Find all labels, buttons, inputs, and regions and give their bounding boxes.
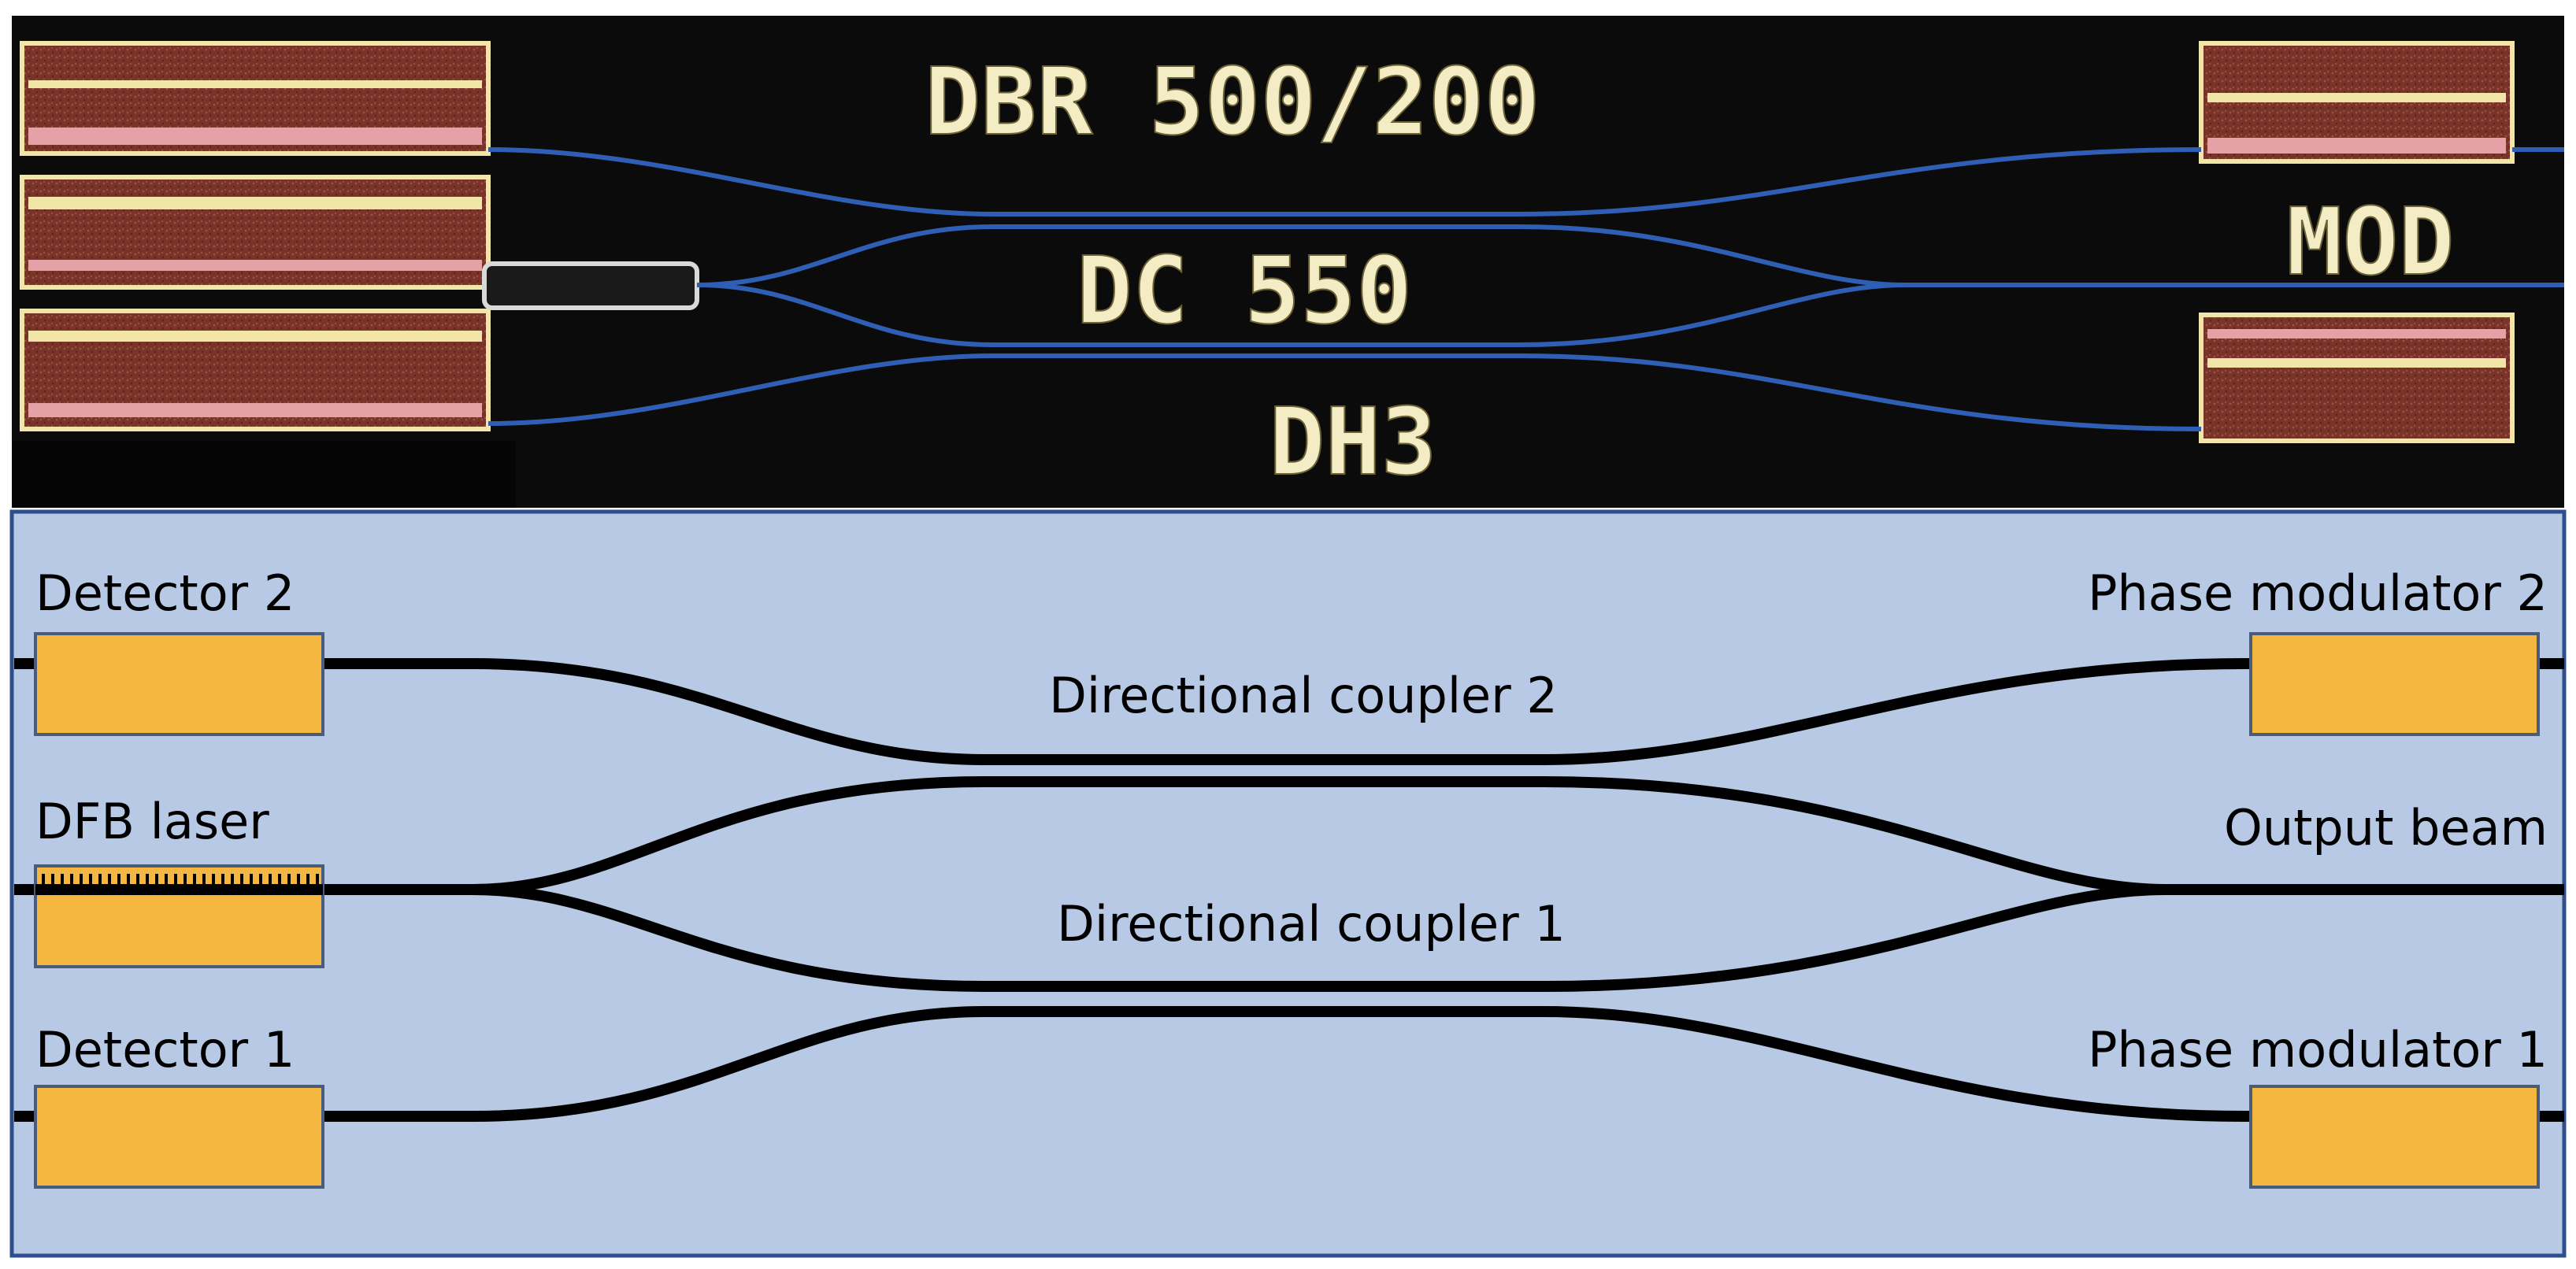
schematic-background: [9, 509, 2567, 1258]
schematic-waveguides: [14, 658, 2564, 1122]
photo-left-pads: [20, 41, 699, 431]
photo-pad-modulator-1: [2199, 313, 2515, 443]
photo-label-dbr: DBR 500/200: [925, 47, 1540, 156]
label-output-beam: Output beam: [2224, 799, 2548, 856]
label-directional-coupler-2: Directional coupler 2: [1049, 667, 1558, 724]
label-detector-1: Detector 1: [35, 1021, 295, 1078]
photo-right-pads: [2199, 41, 2515, 443]
label-dfb-laser: DFB laser: [35, 793, 269, 850]
photo-pad-laser: [20, 175, 491, 290]
label-phase-modulator-1: Phase modulator 1: [2088, 1021, 2548, 1078]
waveguide-detector-2: [319, 658, 2564, 765]
waveguide-detector-1: [319, 1006, 2564, 1122]
photo-waveguides: [487, 147, 2564, 431]
label-phase-modulator-2: Phase modulator 2: [2088, 564, 2548, 622]
photo-label-dh: DH3: [1269, 387, 1436, 496]
detector-2-box: [34, 632, 324, 736]
photo-pad-modulator-2: [2199, 41, 2515, 164]
detector-1-box: [34, 1085, 324, 1189]
photo-pad-detector-2: [20, 41, 491, 156]
photo-label-dc: DC 550: [1077, 236, 1412, 345]
phase-modulator-2-box: [2249, 632, 2540, 736]
dfb-laser-box: [34, 864, 324, 968]
label-detector-2: Detector 2: [35, 564, 295, 622]
waveguide-coupler-2-lower: [319, 776, 2166, 895]
phase-modulator-1-box: [2249, 1085, 2540, 1189]
photo-label-mod: MOD: [2286, 187, 2454, 296]
dfb-grating: [42, 874, 319, 890]
photo-laser-stub: [482, 261, 699, 310]
label-directional-coupler-1: Directional coupler 1: [1057, 895, 1566, 953]
schematic: Detector 2 DFB laser Detector 1 Directio…: [9, 509, 2567, 1258]
photo-pad-detector-1: [20, 309, 491, 431]
chip-photo: DBR 500/200 DC 550 DH3 MOD: [12, 16, 2564, 508]
waveguide-coupler-1-upper: [472, 884, 2166, 992]
